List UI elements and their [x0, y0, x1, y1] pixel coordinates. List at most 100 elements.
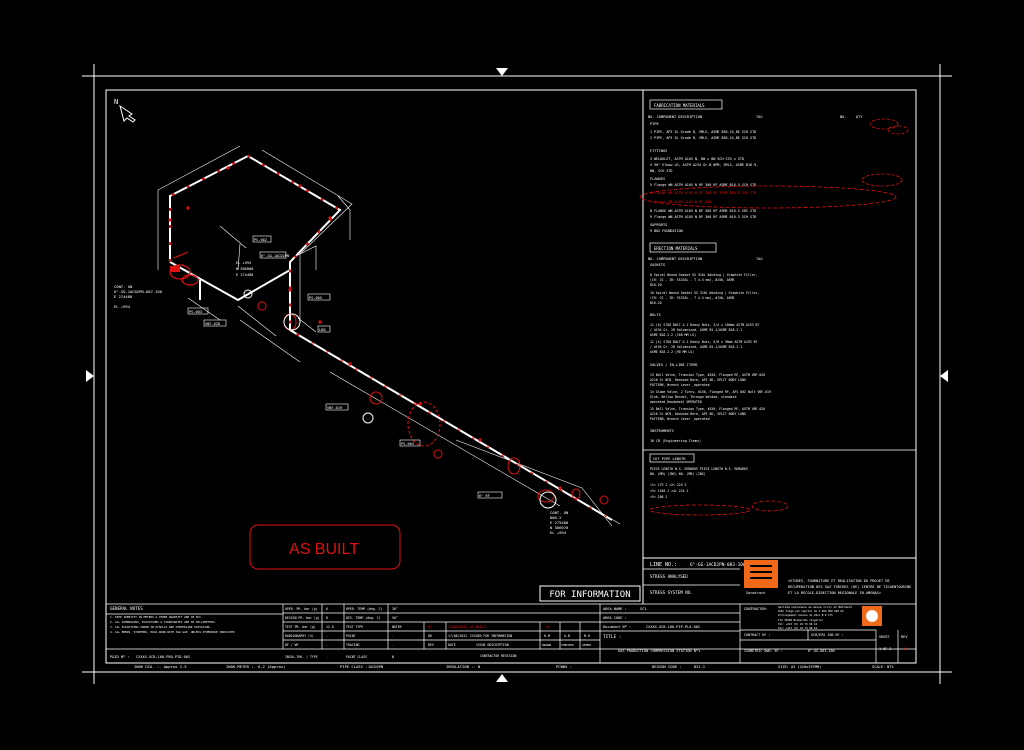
elevation-label: EL +994	[236, 261, 251, 265]
cont-line: CONT. ON	[114, 284, 133, 289]
bom-item: 15 Ball Valve, Trunnion Type, #150, Flan…	[650, 407, 765, 411]
gcb-job-label: GCB/EPA JOB Nº :	[811, 633, 844, 637]
footer-iwok-meter: IWOK-METER :- 0.2 (Approx)	[226, 664, 285, 669]
bom-item: 8 FLANGE WN ASTM A105 N RF 300 RF ASME B…	[650, 209, 756, 213]
support-symbol	[539, 491, 557, 509]
tag-text: VBF-026	[205, 322, 220, 326]
bom-item: A216 Gr WCB, Reduced Bore, API 6D, SPLIT…	[650, 412, 746, 416]
ops-value: 8	[326, 616, 328, 620]
bom-item: 3 WELDOLET, ASTM A105 N, BW x BW SCH STD…	[650, 157, 744, 161]
cut-cols: PIECE LENGTH N.S. REMARKS PIECE LENGTH N…	[650, 467, 748, 471]
tag-box: PS-003	[187, 307, 209, 315]
rev-header: DRAWN	[542, 643, 551, 647]
bom-section: VALVES / IN-LINE ITEMS	[650, 363, 698, 367]
line-no-label: LINE NO.:	[650, 562, 677, 568]
footer-pipe-class: 1ACD2PN	[368, 665, 383, 669]
tag-text: PS-002	[254, 238, 267, 242]
frame-marker-bottom	[496, 674, 508, 682]
bom-col-tag: TAG	[756, 257, 763, 261]
pipe-run	[169, 154, 613, 521]
flange-ring	[181, 274, 199, 286]
bom-item-red: 6 Flange WN ASTM A105 N RF 300 RF ASME B…	[650, 191, 756, 195]
rev-header: CHECKED	[561, 643, 574, 647]
contractor-name: Société nationale de Génie Civil et Bâti…	[778, 605, 852, 609]
notes-title: GENERAL NOTES	[110, 606, 143, 611]
tag-text: PS-004	[401, 442, 414, 446]
tag-box: 6"-GG-1ACD2PN	[259, 251, 289, 259]
red-cloud-marker	[861, 173, 903, 187]
cont-line: E 274480	[114, 294, 133, 299]
ops-label: OPER. TEMP.(deg. C)	[346, 607, 383, 611]
contractor-revision: CONTRACTOR REVISION	[480, 654, 517, 658]
frame-marker-top	[496, 68, 508, 76]
tag-box: VBF-026	[203, 319, 227, 327]
north-label: N	[114, 98, 118, 106]
ops-value: 6	[326, 607, 328, 611]
logo-word: Sonatrach	[746, 591, 765, 595]
valve-body	[170, 266, 180, 272]
operating-conditions: OPER. PR. bar (g) 6 OPER. TEMP.(deg. C) …	[285, 607, 402, 659]
note-item: 2. ALL DIMENSIONS, ELEVATIONS & COORDINA…	[110, 620, 216, 624]
support-symbol	[283, 313, 301, 331]
line-number-block: LINE NO.: 6"-GG-1ACD2PN-003-100 STRESS A…	[643, 562, 746, 595]
rev-desc: AS BUILT	[470, 625, 485, 629]
rev-header: DATE	[448, 643, 456, 647]
bill-of-materials: FABRICATION MATERIALS NO. COMPONENT DESC…	[639, 99, 916, 516]
bom-item: 8 Spiral Wound Gasket SS 316L Winding | …	[650, 273, 758, 277]
cont-line: EL +994	[550, 530, 567, 535]
ops-label: DES. TEMP.(deg. C)	[346, 616, 381, 620]
footer-scale: SCALE: NTS	[872, 665, 894, 669]
flange-assembly-left	[169, 251, 199, 286]
red-cloud-marker	[599, 495, 609, 505]
for-information-text: FOR INFORMATION	[549, 590, 630, 600]
rev-header: APPRO.	[582, 643, 593, 647]
ops-value: -	[392, 643, 394, 647]
bom-item-red: 7 Flange WN ASTM A105 N RF 300	[650, 200, 711, 204]
bom-item: ASME B18.2.2 (100 MM LG)	[650, 333, 696, 337]
bom-item: 9 Flange WN ASTM A105 N RF 300 RF ASME B…	[650, 215, 756, 219]
bom-col-tag: TAG	[756, 115, 763, 119]
rev-code: D0	[428, 634, 432, 638]
bom-item: 4 90" Elbow LR, ASTM A234 Gr.B WPB, SMLS…	[650, 163, 758, 167]
stress-analysed: STRESS ANALYSED	[650, 574, 688, 579]
bom-section: BOLTS	[650, 313, 661, 317]
cont-line: N 586070	[550, 525, 569, 530]
frame-marker-right	[940, 370, 948, 382]
note-item: 1. PIPE IDENTITY IN METERS & OTHER QUANT…	[110, 615, 203, 619]
isometric-value: 6"-GG-003-100	[808, 649, 835, 653]
red-cloud-marker	[369, 391, 383, 405]
ops-label: PAINT	[346, 634, 356, 638]
bom-item: 14 Globe Valve, 2 Turns, #150, Flanged R…	[650, 390, 771, 394]
cut-row: <5> 208 2	[650, 495, 667, 499]
cut-row: <3> 1548 2 <4> 224 2	[650, 489, 688, 493]
tag-text: LDB	[319, 328, 326, 332]
continuation-top: CONT. ON 6"-GG-1ACD2PN-007-100 E 274480 …	[114, 284, 163, 309]
stress-system-no: STRESS SYSTEM NO.	[650, 590, 693, 595]
footer-design-code-label: DESIGN CODE :	[652, 664, 682, 669]
bom-item: 10 Spiral Wound Gasket SS 316L Winding |…	[650, 291, 759, 295]
ops-value: 12.0	[326, 625, 334, 629]
isometric-label: ISOMETRIC DWG. Nº :	[744, 649, 783, 653]
bom-item: PATTERN, Wrench Lever _operated	[650, 383, 710, 387]
red-cloud-marker	[433, 449, 443, 459]
rev-header: ISSUE DESCRIPTION	[476, 643, 509, 647]
bom-section: FLANGES	[650, 177, 665, 181]
bom-col-qty: QTY	[856, 115, 863, 119]
ops-value: 50°	[392, 616, 398, 620]
footer-insulation: INSULATION :- N	[446, 664, 481, 669]
bom-item: 13 Ball Valve, Trunnion Type, #150, Flan…	[650, 373, 765, 377]
tag-text: 6"-GG-1ACD2PN	[261, 254, 289, 258]
ops-value: N	[392, 655, 394, 659]
tag-text: PS-005	[309, 296, 322, 300]
rev-checked: A.B	[564, 634, 570, 638]
north-arrow-icon	[119, 104, 136, 123]
bom-section: SUPPORTS	[650, 223, 667, 227]
as-built-stamp: AS BUILT	[249, 524, 401, 570]
footer-row: IWOK DIA. :- Approx 2.5 IWOK-METER :- 0.…	[134, 664, 894, 669]
cut-header: CUT PIPE LENGTH	[653, 457, 685, 461]
ops-label: DF / WF	[285, 643, 299, 647]
north-arrow: N	[114, 98, 136, 123]
bom-col-header: NO. COMPONENT DESCRIPTION	[648, 257, 702, 261]
sheet-label: SHEET	[879, 635, 891, 639]
bom-col-no: NO.	[840, 115, 847, 119]
